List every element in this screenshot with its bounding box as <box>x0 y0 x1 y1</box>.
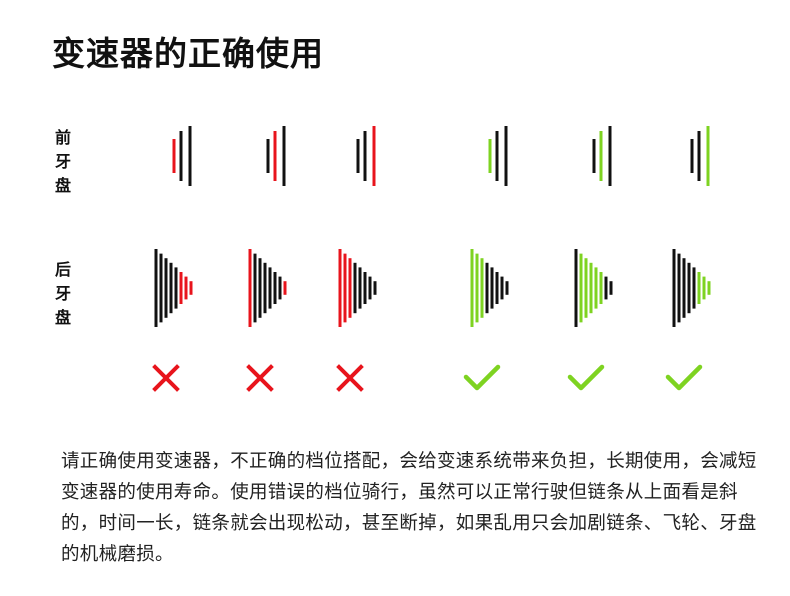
front-label-char: 盘 <box>54 176 71 195</box>
rear-label-char: 后 <box>54 260 71 279</box>
cross-icon <box>246 364 274 392</box>
check-icon <box>463 364 501 391</box>
caption-text: 请正确使用变速器，不正确的档位搭配，会给变速系统带来负担，长期使用，会减短变速器… <box>61 451 757 565</box>
front-label-char: 牙 <box>54 152 71 171</box>
cross-icon <box>336 364 364 392</box>
cross-icon <box>152 364 180 392</box>
rear-label-char: 牙 <box>54 284 71 303</box>
front-label-char: 前 <box>54 128 71 147</box>
gear-combination-diagram <box>152 126 711 392</box>
front-chainring-label: 前 牙 盘 <box>51 126 75 198</box>
check-icon <box>665 364 703 391</box>
rear-cassette-label: 后 牙 盘 <box>51 258 75 330</box>
rear-label-char: 盘 <box>54 308 71 327</box>
page-title: 变速器的正确使用 <box>52 34 324 73</box>
check-icon <box>567 364 605 391</box>
